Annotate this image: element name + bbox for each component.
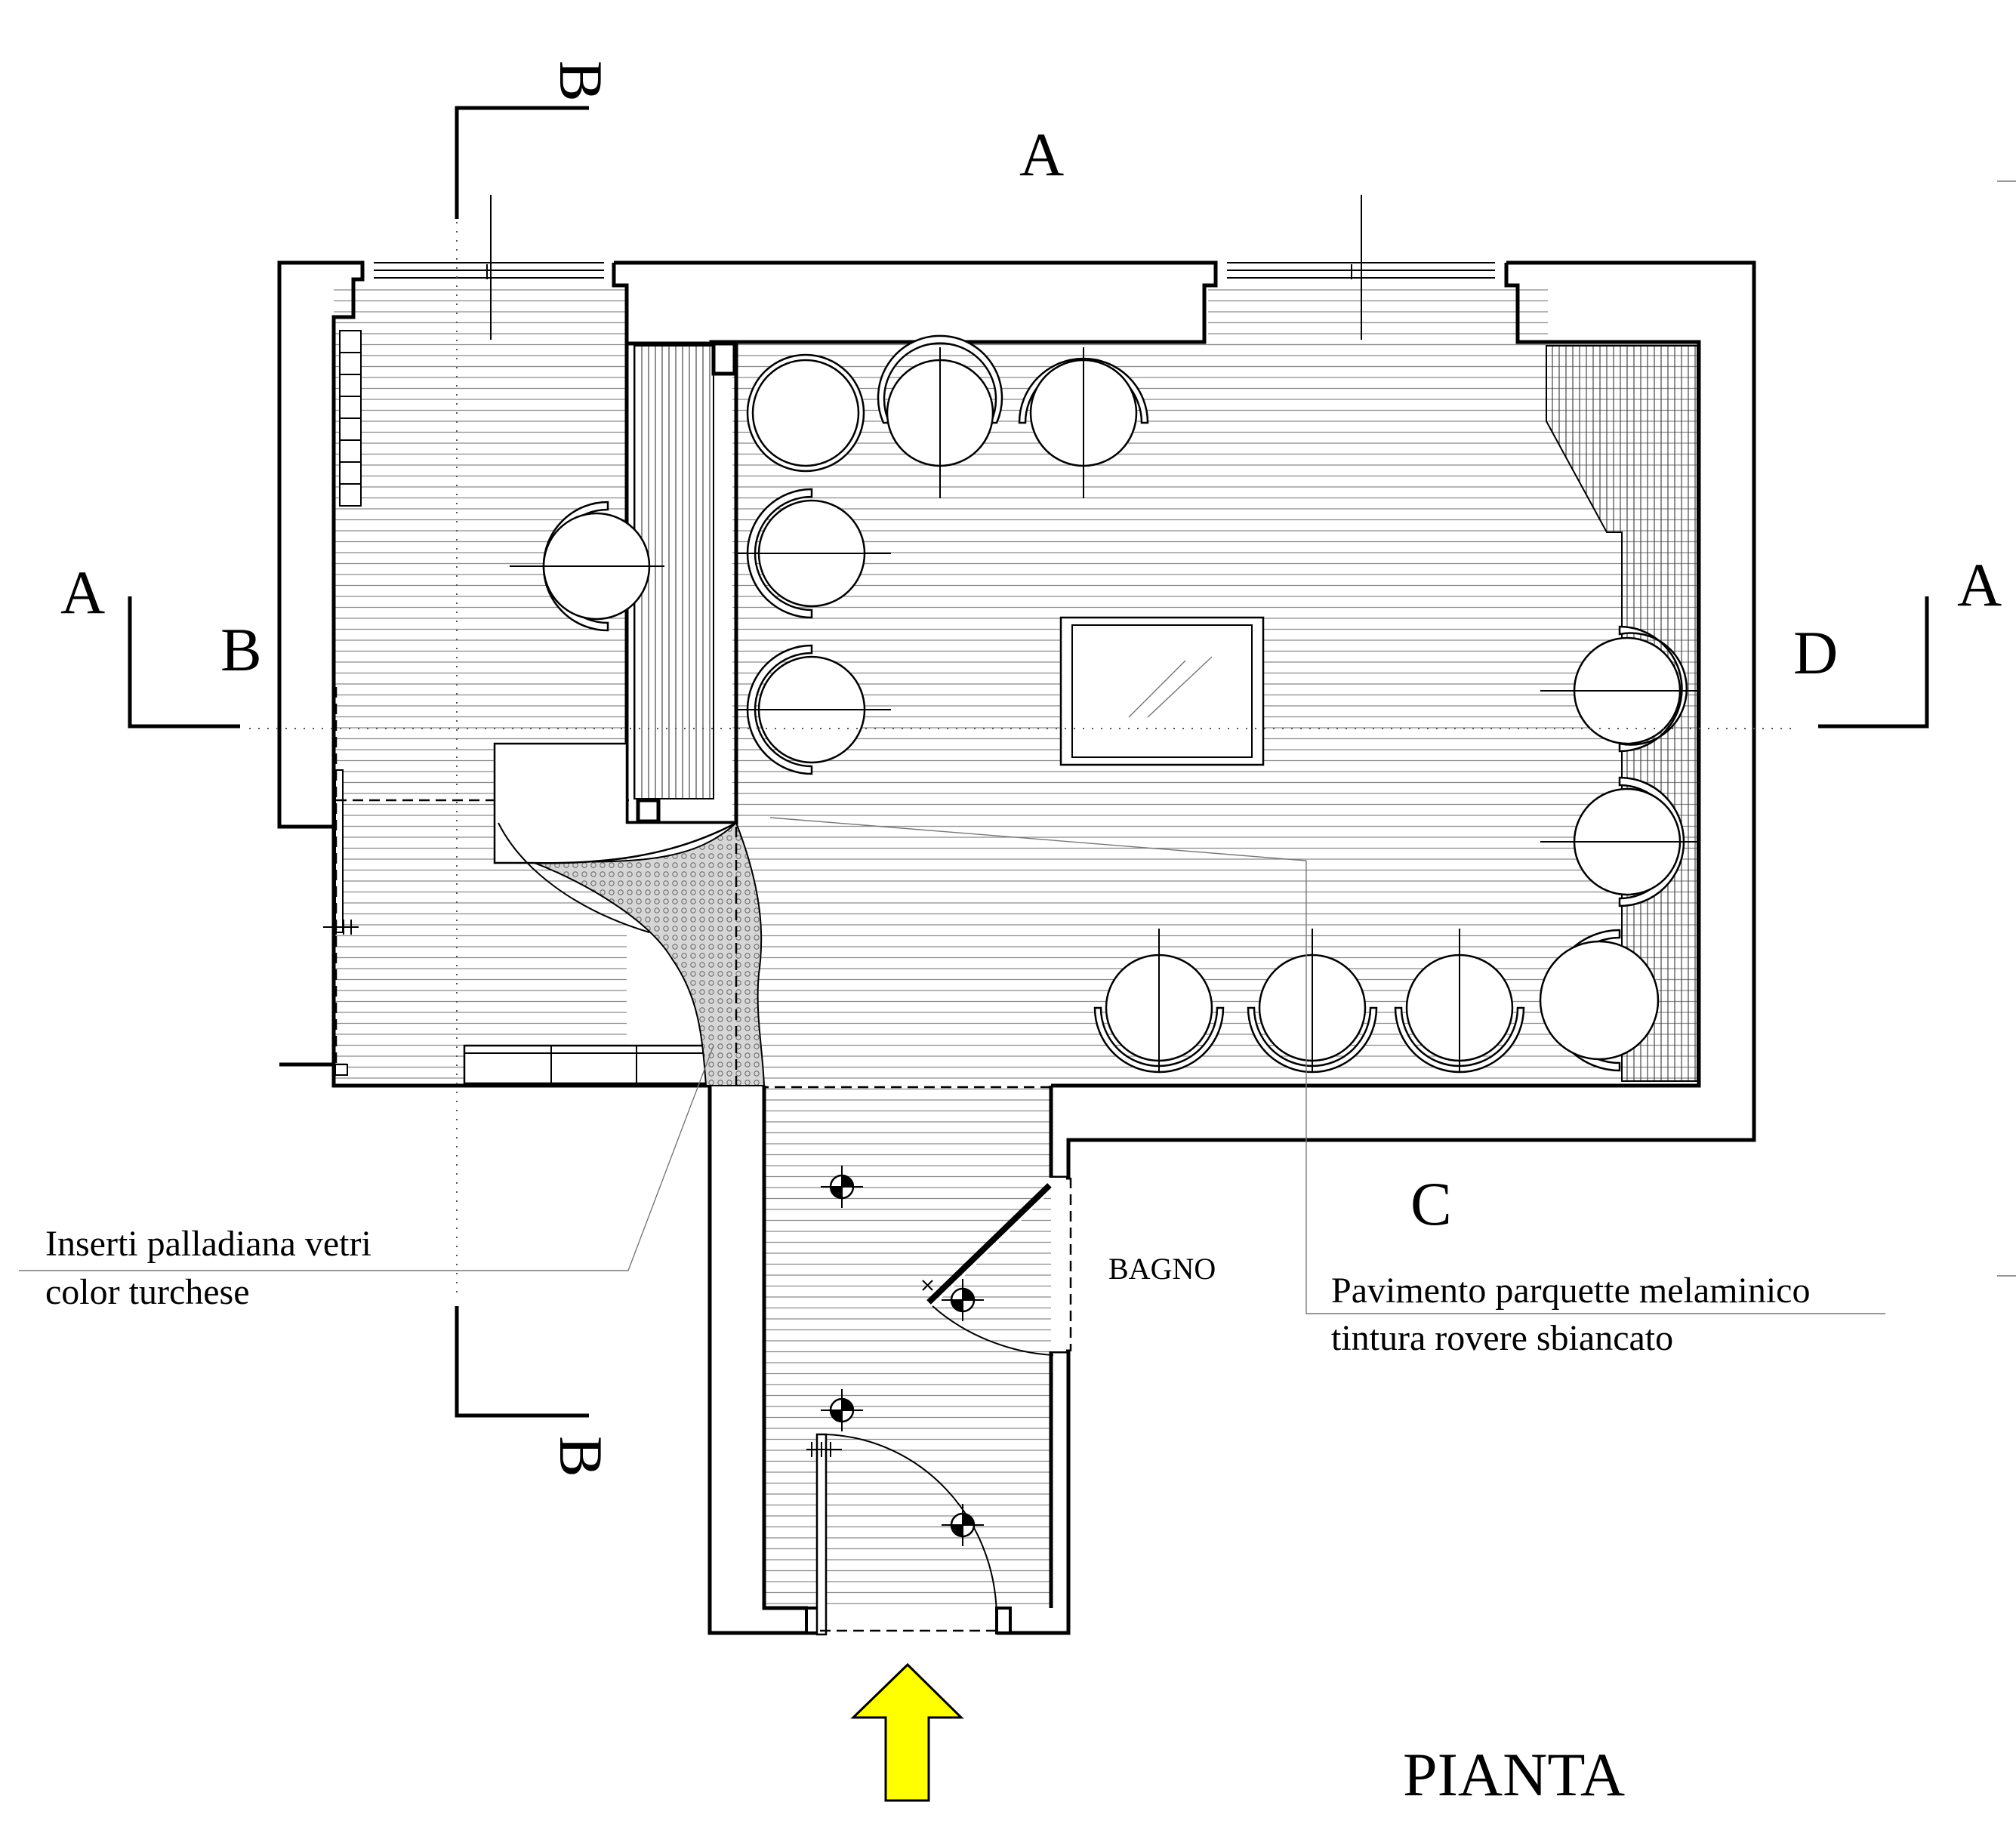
service-counter xyxy=(493,742,737,933)
stool xyxy=(1093,929,1225,1074)
leader-lines xyxy=(19,180,2016,1314)
section-lines xyxy=(128,106,1929,1418)
bathroom-door xyxy=(764,1086,1072,1356)
stool xyxy=(877,334,1003,498)
section-a-top-label: A xyxy=(1019,120,1064,189)
plan-title: PIANTA xyxy=(1403,1740,1625,1809)
bagno-label: BAGNO xyxy=(1108,1252,1216,1286)
section-b-top-label: B xyxy=(547,60,615,102)
floor-note-line1: Pavimento parquette melaminico xyxy=(1331,1271,1810,1311)
stool xyxy=(736,488,891,619)
ceiling-light-icon xyxy=(942,1279,984,1321)
section-a-left-label: A xyxy=(60,558,105,627)
low-cabinet xyxy=(463,1044,715,1085)
stool xyxy=(1247,929,1378,1074)
stool xyxy=(1018,347,1149,498)
glass-note-line1: Inserti palladiana vetri xyxy=(45,1224,371,1264)
entrance-door xyxy=(806,1433,997,1636)
section-a-right-label: A xyxy=(1957,550,2002,619)
stools xyxy=(510,334,1699,1074)
stool xyxy=(736,644,891,775)
floor-note-line2: tintura rovere sbiancato xyxy=(1331,1318,1673,1358)
wall-b-label: B xyxy=(220,615,262,684)
glass-note-line2: color turchese xyxy=(45,1272,250,1312)
arrow-up-icon xyxy=(850,1662,964,1802)
stool xyxy=(510,501,664,632)
glass-table xyxy=(1059,616,1265,766)
ceiling-light-icon xyxy=(942,1504,984,1546)
stool xyxy=(1394,929,1525,1074)
wall-d-label: D xyxy=(1793,618,1838,687)
ceiling-light-icon xyxy=(821,1389,863,1431)
ceiling-light-icon xyxy=(821,1166,863,1208)
palladiana-glass-insert xyxy=(528,821,766,1086)
stool xyxy=(746,353,865,473)
wall-c-label: C xyxy=(1410,1169,1452,1238)
sliding-door-left xyxy=(323,687,634,1076)
section-b-bottom-label: B xyxy=(547,1436,615,1477)
stool xyxy=(1540,625,1699,753)
wall-shelf xyxy=(339,330,362,507)
stool xyxy=(1540,776,1699,907)
floor-parquet xyxy=(334,285,1699,1608)
stool xyxy=(1539,929,1660,1072)
bar-counter-left xyxy=(633,345,714,799)
